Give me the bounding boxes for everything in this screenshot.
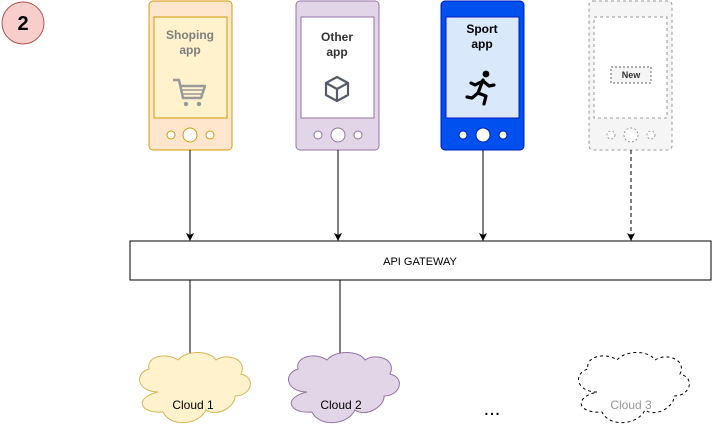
step-badge: 2 — [1, 1, 45, 45]
cube-icon — [324, 75, 350, 103]
phone-buttons — [458, 127, 508, 143]
api-gateway-label: API GATEWAY — [383, 256, 457, 268]
step-badge-label: 2 — [17, 13, 28, 35]
app-to-gateway-arrows — [186, 150, 635, 241]
cloud-1[interactable]: Cloud 1 — [139, 352, 251, 424]
app-title-line2: app — [471, 37, 492, 51]
cloud-label: Cloud 1 — [172, 398, 214, 412]
phone-shopping-app[interactable]: Shoping app — [148, 0, 233, 151]
more-clouds-ellipsis: ... — [484, 398, 501, 420]
phone-buttons — [166, 127, 215, 143]
app-title-line1: Sport — [466, 22, 497, 36]
new-badge-label: New — [622, 70, 642, 80]
app-title-line1: Other — [321, 30, 353, 44]
cloud-3[interactable]: Cloud 3 — [578, 352, 690, 424]
phone-buttons — [313, 127, 363, 143]
app-title-line2: app — [326, 45, 347, 59]
cloud-2[interactable]: Cloud 2 — [288, 352, 400, 424]
new-badge — [610, 66, 652, 84]
phone-new-app[interactable]: New — [588, 0, 673, 151]
phone-other-app[interactable]: Other app — [295, 0, 380, 151]
api-gateway[interactable]: API GATEWAY — [129, 240, 712, 281]
phone-sport-app[interactable]: Sport app — [440, 0, 525, 151]
app-title-line1: Shoping — [166, 28, 214, 42]
app-title-line2: app — [179, 43, 200, 57]
cloud-label: Cloud 3 — [610, 398, 652, 412]
running-person-icon — [465, 70, 496, 106]
cloud-label: Cloud 2 — [320, 398, 362, 412]
phone-buttons — [606, 127, 656, 143]
shopping-cart-icon — [173, 78, 207, 107]
gateway-to-cloud-arrows — [186, 280, 344, 365]
